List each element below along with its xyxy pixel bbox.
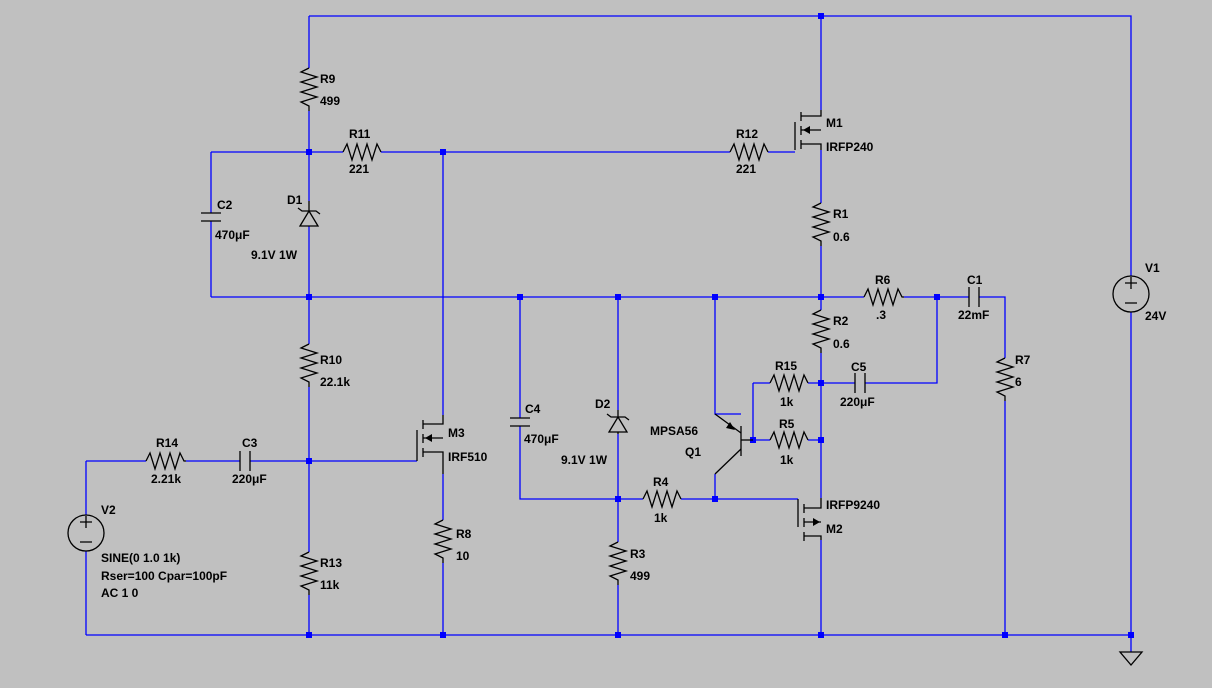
label-r13-name: R13 [320, 556, 342, 570]
label-r11-name: R11 [349, 127, 371, 141]
label-r9-name: R9 [320, 72, 336, 86]
label-r10-val: 22.1k [320, 375, 350, 389]
wires [85, 15, 1132, 652]
label-r6-name: R6 [875, 273, 891, 287]
label-d2-val: 9.1V 1W [561, 453, 608, 467]
label-r15-name: R15 [775, 359, 797, 373]
capacitor-c4 [510, 417, 530, 427]
label-v1-name: V1 [1145, 261, 1160, 275]
label-c5-val: 220μF [840, 395, 875, 409]
capacitor-c5 [854, 373, 866, 393]
label-r4-name: R4 [653, 475, 669, 489]
label-c2-name: C2 [217, 198, 233, 212]
label-c3-name: C3 [242, 436, 258, 450]
voltage-source-v2 [67, 514, 105, 552]
label-r2-name: R2 [833, 314, 849, 328]
label-r4-val: 1k [654, 511, 668, 525]
label-v2-line3: AC 1 0 [101, 586, 139, 600]
label-r3-val: 499 [630, 569, 650, 583]
label-m1-val: IRFP240 [826, 140, 874, 154]
label-q1-part: MPSA56 [650, 424, 698, 438]
resistor-r6 [863, 286, 904, 308]
resistor-r10 [298, 343, 320, 387]
label-r3-name: R3 [630, 547, 646, 561]
label-m3-val: IRF510 [448, 450, 488, 464]
label-r13-val: 11k [320, 578, 340, 592]
label-r8-name: R8 [456, 527, 472, 541]
zener-diode-d2 [606, 410, 630, 434]
label-r1-name: R1 [833, 207, 849, 221]
component-labels: R9499R11221R12221M1IRFP240C2470μFD19.1V … [101, 72, 1166, 600]
label-m3-name: M3 [448, 426, 465, 440]
nmos-m3 [416, 415, 444, 474]
resistor-r9 [298, 67, 320, 111]
resistor-r11 [342, 141, 382, 163]
resistor-r15 [769, 372, 809, 394]
resistor-r12 [729, 141, 769, 163]
label-r14-name: R14 [156, 436, 178, 450]
label-q1-name: Q1 [685, 445, 701, 459]
label-c4-name: C4 [525, 402, 541, 416]
label-r5-name: R5 [779, 417, 795, 431]
label-c1-val: 22mF [958, 308, 989, 322]
label-m2-part: IRFP9240 [826, 498, 880, 512]
label-r6-val: .3 [876, 308, 886, 322]
ground-symbol [1118, 651, 1144, 667]
label-v1-val: 24V [1145, 309, 1166, 323]
label-m2-name: M2 [826, 522, 843, 536]
label-c3-val: 220μF [232, 472, 267, 486]
label-r15-val: 1k [780, 395, 794, 409]
pnp-transistor-q1 [714, 413, 753, 475]
pmos-m2 [797, 498, 822, 541]
label-c1-name: C1 [967, 273, 983, 287]
label-v2-line2: Rser=100 Cpar=100pF [101, 569, 227, 583]
label-r5-val: 1k [780, 453, 794, 467]
resistor-r1 [810, 202, 832, 246]
label-r7-val: 6 [1015, 375, 1022, 389]
label-c5-name: C5 [851, 360, 867, 374]
nmos-m1 [794, 110, 822, 150]
resistor-r14 [145, 450, 186, 472]
resistor-r8 [432, 519, 454, 563]
capacitor-c3 [239, 451, 251, 471]
label-r9-val: 499 [320, 94, 340, 108]
resistor-r3 [607, 541, 629, 585]
capacitor-c1 [968, 287, 980, 307]
label-c2-val: 470μF [215, 228, 250, 242]
label-r12-name: R12 [736, 127, 758, 141]
resistor-r7 [994, 357, 1016, 401]
resistor-r5 [769, 429, 809, 451]
label-r12-val: 221 [736, 162, 756, 176]
resistor-r2 [810, 309, 832, 353]
label-c4-val: 470μF [524, 432, 559, 446]
label-r14-val: 2.21k [151, 472, 181, 486]
label-r1-val: 0.6 [833, 230, 850, 244]
resistor-r13 [298, 551, 320, 595]
junctions [306, 13, 1134, 638]
label-v2-name: V2 [101, 503, 116, 517]
label-r7-name: R7 [1015, 353, 1031, 367]
label-r10-name: R10 [320, 353, 342, 367]
label-d1-val: 9.1V 1W [251, 248, 298, 262]
voltage-source-v1 [1112, 275, 1150, 313]
resistor-r4 [642, 488, 682, 510]
zener-diode-d1 [297, 201, 321, 227]
label-r2-val: 0.6 [833, 337, 850, 351]
capacitor-c2 [201, 212, 221, 222]
label-d2-name: D2 [595, 397, 611, 411]
label-m1-name: M1 [826, 116, 843, 130]
label-d1-name: D1 [287, 193, 303, 207]
label-r11-val: 221 [349, 162, 369, 176]
label-r8-val: 10 [456, 549, 470, 563]
label-v2-line1: SINE(0 1.0 1k) [101, 551, 180, 565]
